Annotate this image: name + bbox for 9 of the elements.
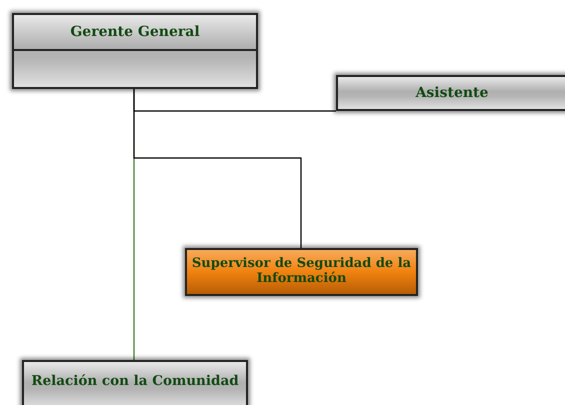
- position-title: Relación con la Comunidad: [31, 374, 239, 390]
- position-title: Asistente: [416, 84, 488, 102]
- org-chart-box: [22, 360, 248, 405]
- connector-line: [133, 89, 336, 112]
- position-title: Supervisor de Seguridad de la Información: [190, 257, 412, 287]
- org-chart-box: [185, 248, 418, 296]
- position-title: Gerente General: [70, 24, 200, 40]
- org-chart-box: [336, 75, 565, 111]
- org-chart-box: [12, 13, 258, 89]
